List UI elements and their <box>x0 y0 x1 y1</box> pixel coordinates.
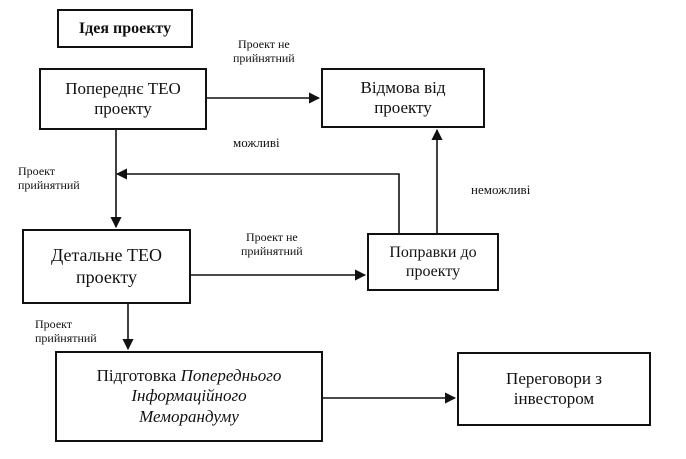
label-detailed-not-acceptable: Проект не прийнятний <box>241 230 303 259</box>
label-detailed-acceptable-line-2: прийнятний <box>35 330 97 345</box>
box-preliminary-line-2: проекту <box>94 99 152 118</box>
box-refusal-line-2: проекту <box>374 98 432 117</box>
box-detailed-line-2: проекту <box>76 266 137 287</box>
label-prelim-not-acceptable-line-1: Проект не <box>237 37 290 51</box>
label-detailed-not-acceptable-line-2: прийнятний <box>241 243 303 258</box>
label-prelim-acceptable-line-2: прийнятний <box>18 177 80 192</box>
label-prelim-not-acceptable: Проект не прийнятний <box>233 37 295 66</box>
box-negotiations-line-2: інвестором <box>513 389 595 408</box>
box-project-idea: Ідея проекту <box>57 9 193 48</box>
label-detailed-not-acceptable-line-1: Проект не <box>245 230 298 244</box>
box-amend-line-2: проекту <box>405 263 461 280</box>
box-investor-negotiations: Переговори з інвестором <box>457 352 651 426</box>
box-detailed-line-1: Детальне ТЕО <box>50 244 163 265</box>
box-project-refusal: Відмова від проекту <box>321 68 485 128</box>
label-prelim-acceptable: Проект прийнятний <box>18 164 80 193</box>
box-memo-line-1: Підготовка Попереднього <box>97 366 282 386</box>
box-refusal-line-1: Відмова від <box>360 77 446 97</box>
arrow-amend-back-to-prelim-line <box>115 168 400 233</box>
box-memorandum-preparation: Підготовка Попереднього Інформаційного М… <box>55 351 323 442</box>
box-project-idea-text: Ідея проекту <box>78 19 172 37</box>
box-memo-line-1-italic: Попереднього <box>180 365 282 385</box>
box-preliminary-feasibility: Попереднє ТЕО проекту <box>39 68 207 130</box>
box-amend-line-1: Поправки до <box>389 243 477 261</box>
label-detailed-acceptable: Проект прийнятний <box>35 317 97 346</box>
label-detailed-acceptable-line-1: Проект <box>35 317 73 331</box>
box-detailed-feasibility: Детальне ТЕО проекту <box>22 229 191 304</box>
box-memo-line-1-plain: Підготовка <box>96 365 181 385</box>
label-possible: можливі <box>233 135 280 150</box>
label-prelim-not-acceptable-line-2: прийнятний <box>233 50 295 65</box>
box-negotiations-line-1: Переговори з <box>506 368 602 388</box>
box-project-amendments: Поправки до проекту <box>367 233 499 291</box>
box-preliminary-line-1: Попереднє ТЕО <box>65 78 181 98</box>
label-prelim-acceptable-line-1: Проект <box>18 164 56 178</box>
label-impossible: неможливі <box>471 182 531 197</box>
box-memo-line-2: Інформаційного <box>131 386 247 406</box>
box-memo-line-3: Меморандуму <box>139 406 239 426</box>
